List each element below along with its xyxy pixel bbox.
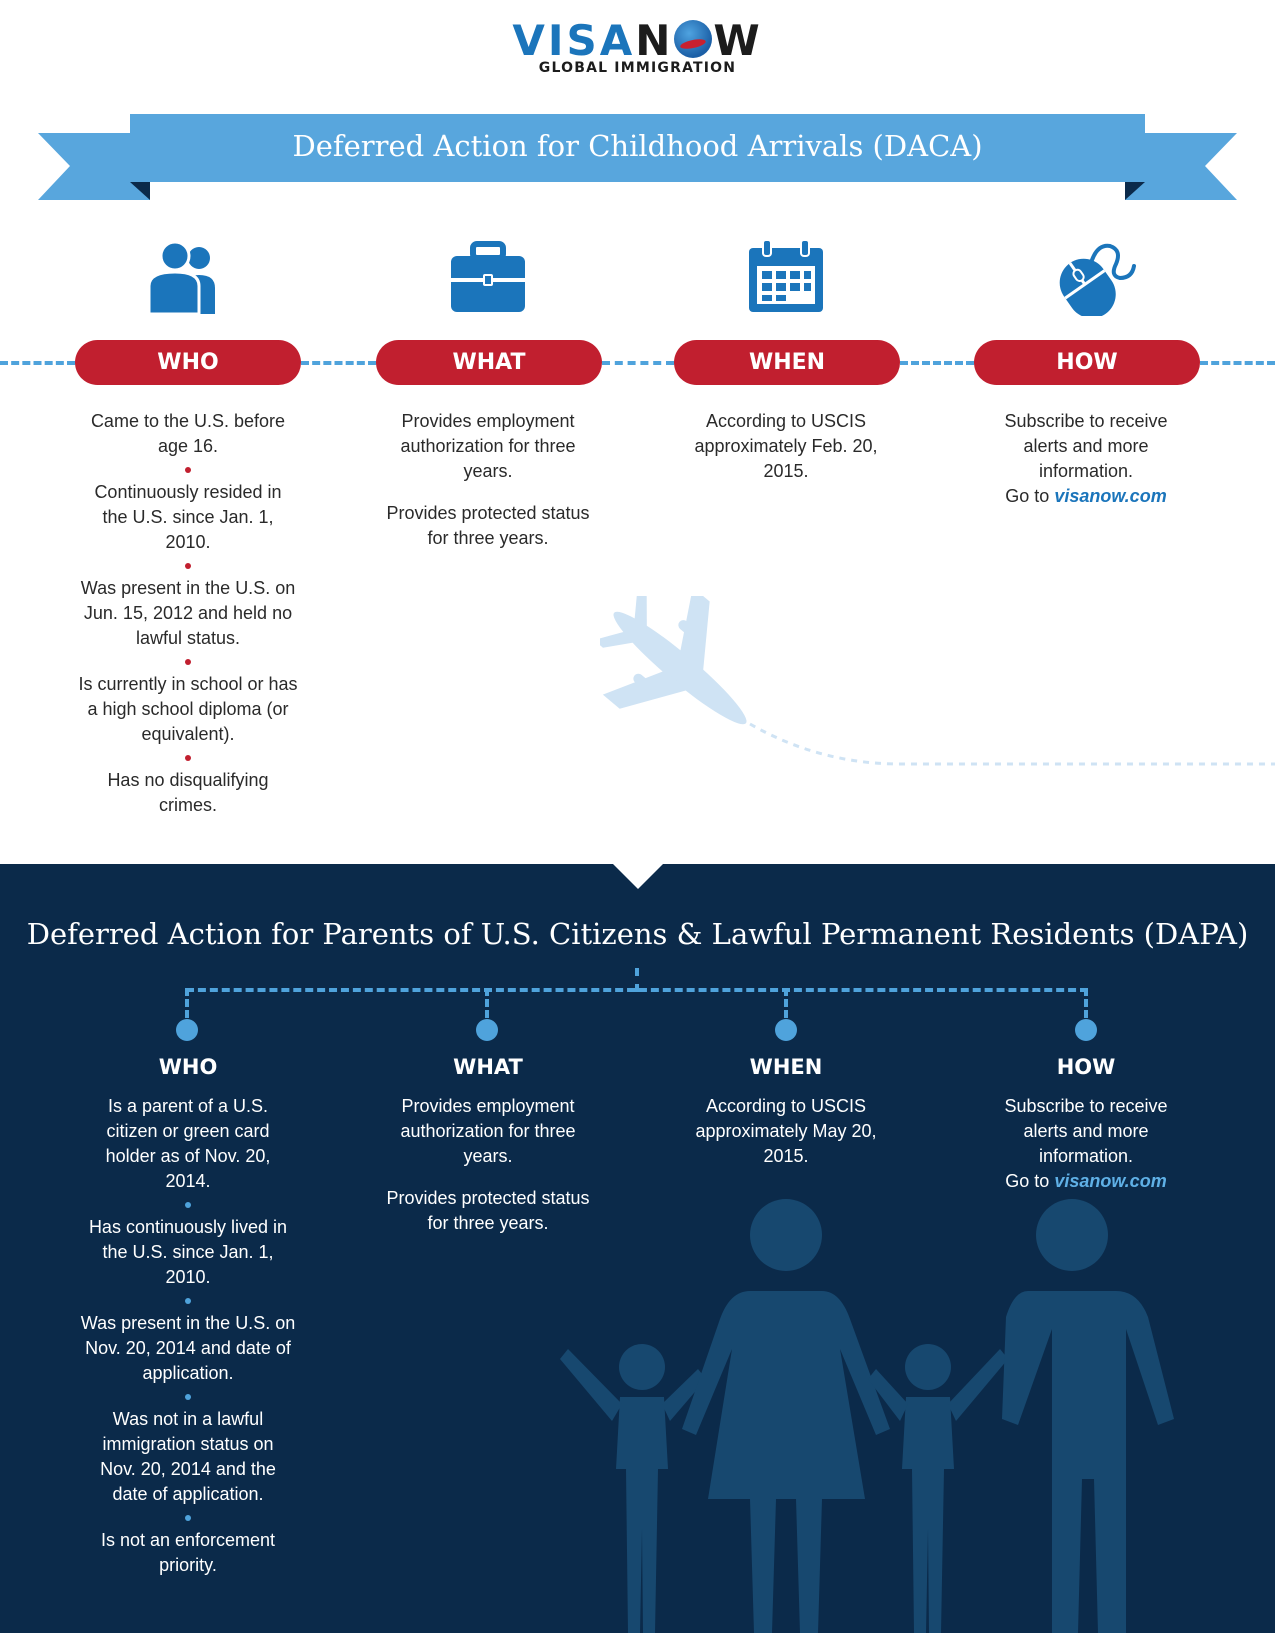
dapa-how-label: HOW [1056,1055,1116,1079]
connector-dash [485,988,489,1018]
list-item: Has continuously lived in the U.S. since… [88,1217,288,1287]
dapa-section: Deferred Action for Parents of U.S. Citi… [0,864,1275,1633]
list-item: Is currently in school or has a high sch… [78,674,298,744]
timeline-node [176,1019,198,1041]
timeline-dash [301,361,376,365]
daca-how-label: HOW [974,340,1200,385]
timeline-node [476,1019,498,1041]
bullet-dot [185,563,191,569]
connector-dash [784,988,788,1018]
calendar-icon [741,239,831,316]
list-item: Is not an enforcement priority. [100,1530,276,1575]
connector-dash [1084,988,1088,1018]
dapa-who-label: WHO [158,1055,218,1079]
list-item: Provides protected status for three year… [386,1188,590,1233]
timeline-dash [1200,361,1275,365]
ribbon-shape [38,114,1237,200]
timeline-node [1075,1019,1097,1041]
briefcase-icon [443,240,533,316]
bullet-dot [185,467,191,473]
airplane-icon [600,596,1275,766]
dapa-when-label: WHEN [749,1055,823,1079]
daca-title: Deferred Action for Childhood Arrivals (… [292,129,983,163]
dapa-how-text: Subscribe to receive alerts and more inf… [1004,1096,1168,1191]
list-item: Continuously resided in the U.S. since J… [94,482,282,552]
bullet-dot [185,659,191,665]
list-item: Came to the U.S. before age 16. [90,411,286,456]
dapa-what-label: WHAT [453,1055,523,1079]
connector-dash [635,968,639,992]
timeline-node [775,1019,797,1041]
daca-what-label: WHAT [376,340,602,385]
daca-when-text: According to USCIS approximately Feb. 20… [694,411,878,481]
family-silhouette-icon [560,1199,1174,1633]
list-item: Provides employment authorization for th… [400,411,576,481]
bullet-dot [185,1394,191,1400]
globe-icon [674,20,713,58]
list-item: Was not in a lawful immigration status o… [100,1409,276,1504]
people-icon [143,240,233,316]
dapa-what-list: Provides employment authorization for th… [358,1094,618,1236]
timeline-dash [602,361,674,365]
section-notch [612,864,664,889]
list-item: Was present in the U.S. on Jun. 15, 2012… [80,578,296,648]
mouse-icon [1048,240,1138,319]
daca-what-list: Provides employment authorization for th… [358,409,618,551]
visanow-link[interactable]: visanow.com [1054,1171,1167,1191]
list-item: Was present in the U.S. on Nov. 20, 2014… [80,1313,296,1383]
connector-dash [186,988,1088,992]
visanow-link[interactable]: visanow.com [1054,486,1167,506]
list-item: Provides protected status for three year… [386,503,590,548]
dapa-who-list: Is a parent of a U.S. citizen or green c… [58,1094,318,1578]
bullet-dot [185,1202,191,1208]
connector-dash [185,988,189,1018]
list-item: Is a parent of a U.S. citizen or green c… [105,1096,271,1191]
daca-ribbon: Deferred Action for Childhood Arrivals (… [0,112,1275,204]
daca-who-list: Came to the U.S. before age 16. Continuo… [58,409,318,818]
bullet-dot [185,755,191,761]
daca-how-text: Subscribe to receive alerts and more inf… [1004,411,1168,506]
bullet-dot [185,1298,191,1304]
list-item: Has no disqualifying crimes. [107,770,269,815]
daca-when-label: WHEN [674,340,900,385]
list-item: Provides employment authorization for th… [400,1096,576,1166]
daca-who-label: WHO [75,340,301,385]
timeline-dash [900,361,974,365]
dapa-when-text: According to USCIS approximately May 20,… [695,1096,877,1166]
bullet-dot [185,1515,191,1521]
logo-subtitle: GLOBAL IMMIGRATION [538,60,737,76]
dapa-title: Deferred Action for Parents of U.S. Citi… [26,917,1249,951]
timeline-dash [0,361,75,365]
